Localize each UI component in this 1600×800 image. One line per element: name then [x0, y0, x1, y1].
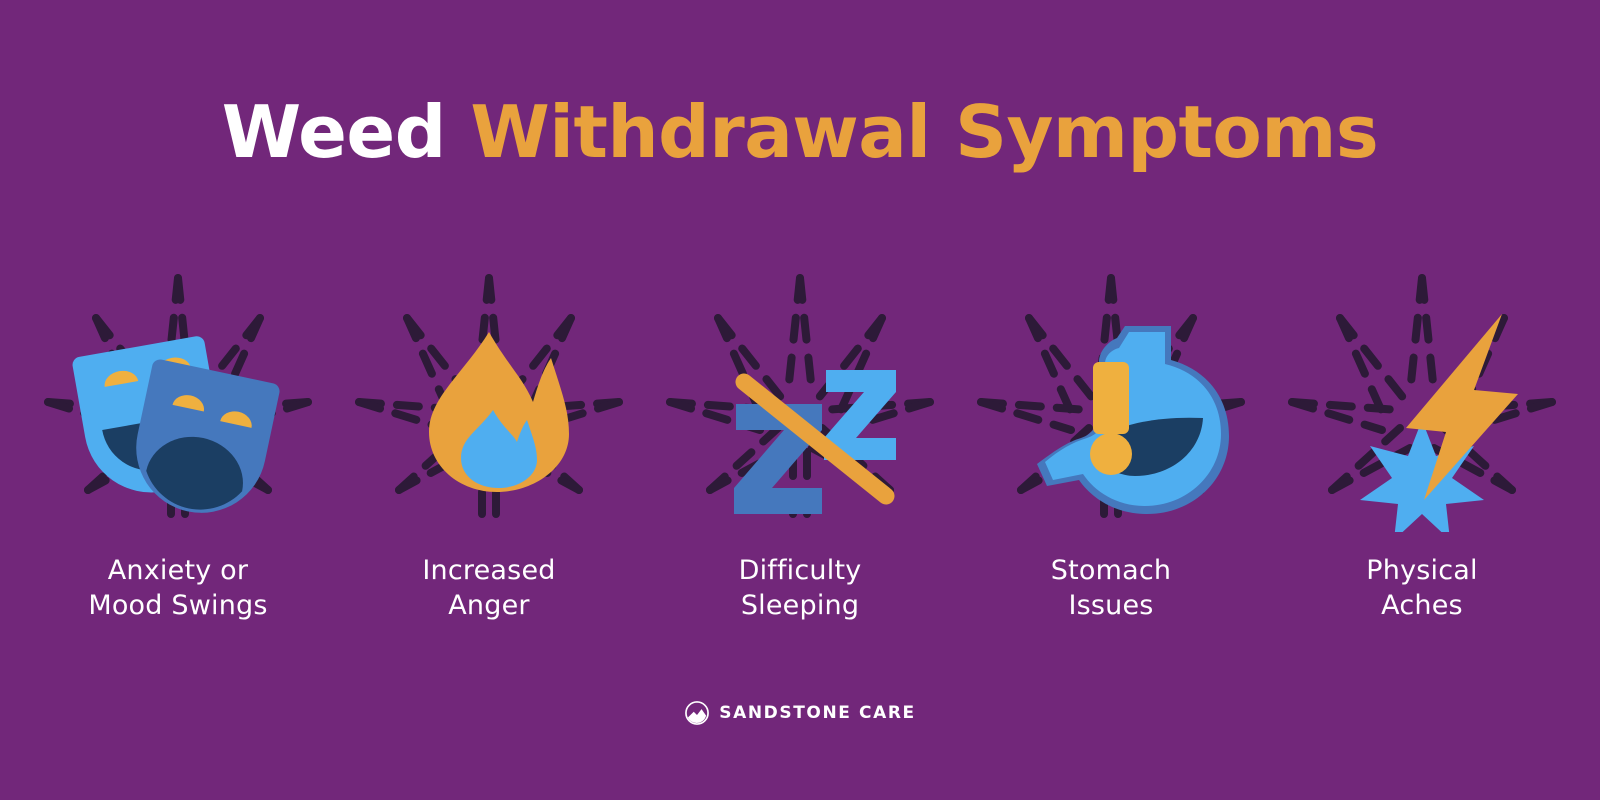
footer-branding: SANDSTONE CARE [0, 700, 1600, 726]
footer-wordmark: SANDSTONE CARE [719, 703, 916, 723]
page-title: Weed Withdrawal Symptoms [0, 96, 1600, 168]
icon-stage-anxiety [26, 252, 330, 532]
symptom-card-stomach-issues: Stomach Issues [959, 252, 1263, 623]
symptom-card-increased-anger: Increased Anger [337, 252, 641, 623]
lightning-bolt-star-icon [1360, 314, 1518, 532]
sandstone-care-mountain-logo-icon [685, 701, 710, 725]
icon-stage-aches [1270, 252, 1574, 532]
symptom-label-difficulty-sleeping: Difficulty Sleeping [738, 555, 862, 621]
icon-stage-stomach [959, 252, 1263, 532]
flame-icon [429, 332, 569, 492]
symptom-label-physical-aches: Physical Aches [1366, 555, 1478, 621]
title-part-weed: Weed [221, 90, 471, 174]
symptom-label-anxiety-mood-swings: Anxiety or Mood Swings [88, 555, 268, 621]
symptom-label-stomach-issues: Stomach Issues [1050, 555, 1172, 621]
symptom-list: Anxiety or Mood Swings [0, 252, 1600, 623]
icon-stage-sleeping [648, 252, 952, 532]
title-part-withdrawal-symptoms: Withdrawal Symptoms [470, 90, 1379, 174]
icon-stage-anger [337, 252, 641, 532]
theater-masks-icon [72, 336, 280, 513]
symptom-card-anxiety-mood-swings: Anxiety or Mood Swings [26, 252, 330, 623]
symptom-card-difficulty-sleeping: Difficulty Sleeping [648, 252, 952, 623]
stomach-alert-icon [1037, 326, 1229, 514]
no-sleep-zz-icon [734, 370, 896, 514]
symptom-card-physical-aches: Physical Aches [1270, 252, 1574, 623]
symptom-label-increased-anger: Increased Anger [422, 555, 556, 621]
